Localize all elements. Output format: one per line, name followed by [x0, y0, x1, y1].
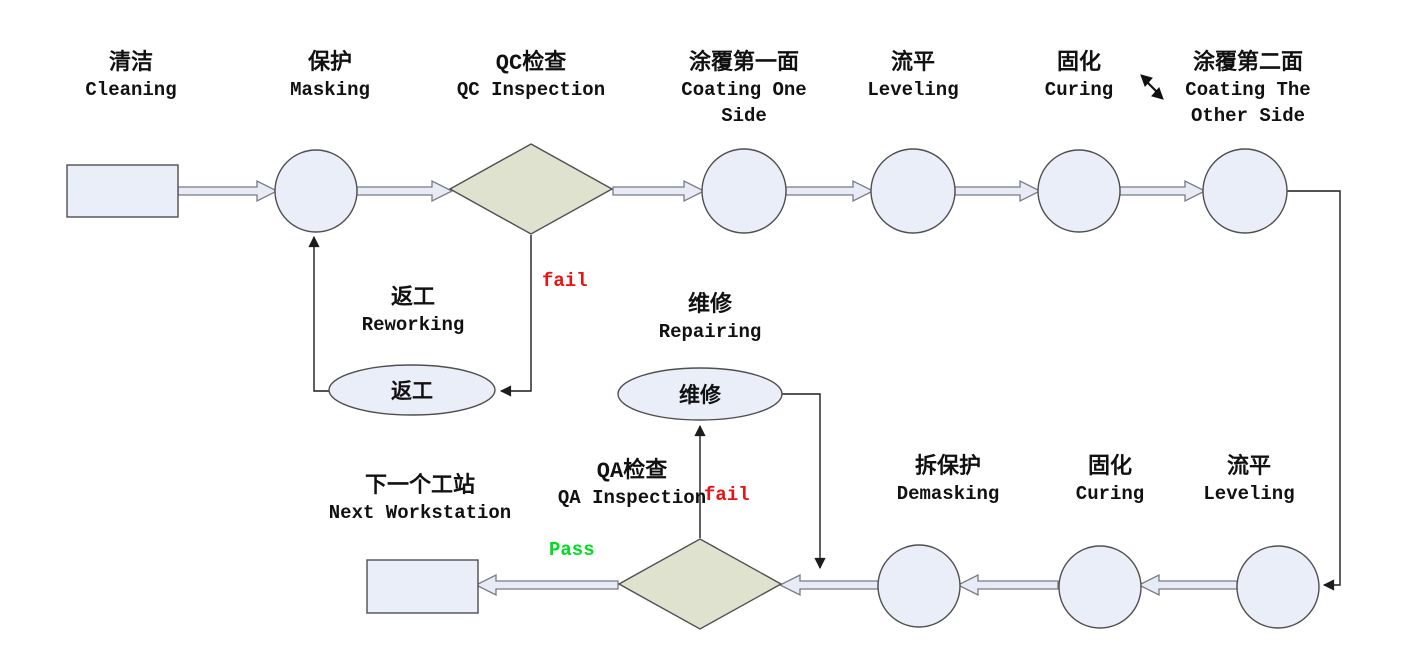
leveling-node-top — [870, 148, 956, 234]
row-wrap-connector — [1287, 190, 1341, 591]
qa-inspection-node — [617, 538, 783, 630]
masking-label-zh: 保护 — [307, 51, 353, 76]
cleaning-label-zh: 清洁 — [108, 51, 153, 76]
leveling-node-bottom — [1236, 545, 1320, 629]
curing-node-top — [1037, 149, 1121, 233]
demasking-node — [877, 544, 961, 628]
rework-node — [328, 364, 496, 416]
demasking-label-zh: 拆保护 — [914, 455, 981, 480]
qc-fail-label: fail — [542, 270, 588, 292]
rework-node-text: 返工 — [391, 382, 433, 405]
flow-arrow-coating-one-leveling — [785, 179, 875, 203]
leveling-bottom-label: 流平 Leveling — [1203, 455, 1294, 507]
curing-node-bottom — [1058, 545, 1142, 629]
qa-inspection-label-zh: QA检查 — [596, 459, 668, 484]
curing-bottom-label: 固化 Curing — [1076, 455, 1144, 507]
flow-arrow-leveling-curing-bottom — [1137, 573, 1238, 597]
demasking-label-en: Demasking — [896, 483, 1000, 505]
coating-other-side-label-en1: Coating The — [1185, 79, 1311, 101]
masking-label: 保护 Masking — [290, 51, 370, 103]
repair-node-text: 维修 — [679, 386, 721, 409]
coating-other-side-label-zh: 涂覆第二面 — [1192, 51, 1304, 76]
leveling-bottom-label-zh: 流平 — [1226, 455, 1271, 480]
coating-one-side-label-en2: Side — [721, 105, 767, 127]
qa-inspection-label: QA检查 QA Inspection — [558, 459, 706, 511]
rework-label: 返工 Reworking — [362, 286, 465, 338]
qc-inspection-label-en: QC Inspection — [456, 79, 606, 101]
cleaning-label: 清洁 Cleaning — [85, 51, 176, 103]
qa-fail-label: fail — [704, 484, 750, 506]
curing-top-label-en: Curing — [1044, 79, 1114, 101]
qc-fail-connector — [499, 235, 532, 397]
cleaning-label-en: Cleaning — [85, 79, 177, 101]
curing-top-label-zh: 固化 — [1056, 51, 1102, 76]
rework-label-zh: 返工 — [390, 286, 435, 311]
repair-node — [617, 367, 783, 421]
leveling-top-label: 流平 Leveling — [867, 51, 958, 103]
next-workstation-label-en: Next Workstation — [328, 502, 512, 524]
qc-inspection-label: QC检查 QC Inspection — [457, 51, 605, 103]
demasking-label: 拆保护 Demasking — [897, 455, 1000, 507]
flow-arrow-leveling-curing — [954, 179, 1042, 203]
flow-arrow-qa-next-workstation — [474, 573, 619, 597]
flow-arrow-qc-coating-one — [612, 179, 706, 203]
repair-label-en: Repairing — [658, 321, 762, 343]
next-workstation-node — [366, 559, 479, 614]
curing-top-label: 固化 Curing — [1045, 51, 1113, 103]
coating-one-side-label-zh: 涂覆第一面 — [688, 51, 800, 76]
rework-to-masking-connector — [308, 235, 329, 392]
flow-arrow-demasking-qa — [778, 573, 879, 597]
repair-return-connector — [782, 393, 826, 570]
leveling-top-label-zh: 流平 — [890, 51, 935, 76]
qc-inspection-label-zh: QC检查 — [495, 51, 567, 76]
next-workstation-label: 下一个工站 Next Workstation — [329, 474, 511, 526]
qc-inspection-node — [448, 143, 614, 235]
resize-cursor-icon — [1140, 74, 1164, 100]
flow-arrow-curing-demasking — [956, 573, 1059, 597]
rework-label-en: Reworking — [361, 314, 465, 336]
flow-arrow-curing-coating-other — [1119, 179, 1207, 203]
coating-other-side-node — [1202, 148, 1288, 234]
coating-one-side-node — [701, 148, 787, 234]
repair-label-zh: 维修 — [687, 293, 732, 318]
coating-one-side-label: 涂覆第一面 Coating One Side — [681, 51, 806, 129]
coating-one-side-label-en1: Coating One — [681, 79, 807, 101]
flow-arrow-cleaning-masking — [177, 179, 279, 203]
masking-label-en: Masking — [290, 79, 370, 101]
cleaning-node — [66, 164, 179, 218]
flow-arrow-masking-qc — [356, 179, 454, 203]
coating-other-side-label-en2: Other Side — [1190, 105, 1306, 127]
masking-node — [274, 149, 358, 233]
qa-pass-label: Pass — [549, 539, 595, 561]
repair-label: 维修 Repairing — [659, 293, 762, 345]
curing-bottom-label-zh: 固化 — [1087, 455, 1133, 480]
next-workstation-label-zh: 下一个工站 — [364, 474, 475, 499]
curing-bottom-label-en: Curing — [1075, 483, 1145, 505]
qa-inspection-label-en: QA Inspection — [557, 487, 707, 509]
leveling-top-label-en: Leveling — [867, 79, 959, 101]
leveling-bottom-label-en: Leveling — [1203, 483, 1295, 505]
coating-other-side-label: 涂覆第二面 Coating The Other Side — [1185, 51, 1310, 129]
